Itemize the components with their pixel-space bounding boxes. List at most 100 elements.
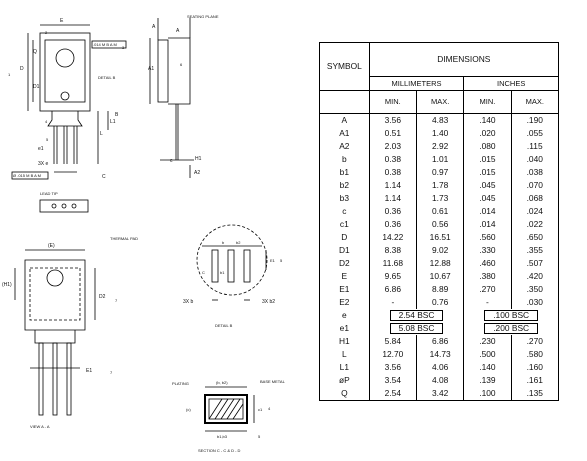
in-max-cell: .161: [510, 374, 560, 387]
section-flag-5: 5: [258, 434, 261, 439]
detail-b-lead-2: [227, 249, 235, 283]
in-min-cell: .560: [463, 231, 512, 244]
in-max-cell: .038: [510, 166, 560, 179]
symbol-cell: D1: [319, 244, 370, 257]
in-min-cell: .230: [463, 335, 512, 348]
symbol-cell: c: [319, 205, 370, 218]
in-min-cell: .140: [463, 361, 512, 374]
seating-plane-label: SEATING PLANE: [187, 14, 219, 19]
view-a-d2-label: D2: [99, 294, 106, 300]
in-min-cell: .015: [463, 166, 512, 179]
package-body-outline: [39, 32, 91, 112]
in-max-header: MAX.: [510, 90, 560, 114]
in-min-cell: -: [463, 296, 512, 309]
symbol-cell: L: [319, 348, 370, 361]
view-a-h1-label: (H1): [2, 282, 12, 288]
symbol-cell: e: [319, 309, 370, 322]
label-d1: D1: [33, 84, 40, 90]
mm-min-cell: 12.70: [368, 348, 418, 361]
section-c1-label: c1: [258, 407, 263, 412]
table-row: E2-0.76-.030: [319, 296, 560, 309]
in-bsc-cell: .100 BSC: [463, 309, 559, 322]
detail-b-flag-5: 5: [280, 258, 283, 263]
in-max-cell: .420: [510, 270, 560, 283]
section-plating: [204, 394, 248, 424]
tol-box-1: [11, 171, 49, 180]
in-min-cell: .015: [463, 153, 512, 166]
symbol-header: SYMBOL: [319, 42, 370, 91]
flag-1: 1: [8, 72, 11, 77]
symbol-cell: E1: [319, 283, 370, 296]
mm-max-cell: 8.89: [415, 283, 465, 296]
symbol-subheader-blank: [319, 90, 370, 114]
in-max-cell: .024: [510, 205, 560, 218]
detail-b-lead-3: [243, 249, 251, 283]
lead-tip-body: [39, 199, 89, 213]
mm-min-cell: -: [368, 296, 418, 309]
label-h1: H1: [195, 156, 202, 162]
dimensions-table: SYMBOL DIMENSIONS MILLIMETERS INCHES MIN…: [319, 42, 560, 401]
in-min-cell: .014: [463, 205, 512, 218]
tol-box-2: [91, 40, 127, 49]
mm-min-cell: 1.14: [368, 192, 418, 205]
mm-min-cell: 9.65: [368, 270, 418, 283]
mm-min-header: MIN.: [368, 90, 418, 114]
flag-7: 7: [115, 298, 118, 303]
in-max-cell: .022: [510, 218, 560, 231]
thermal-pad-label: THERMAL PAD: [110, 236, 138, 241]
datum-b-label: B: [115, 112, 119, 118]
section-b-b2-label: (b, b2): [216, 380, 228, 385]
section-b1-b3-label: b1,b3: [217, 434, 228, 439]
package-tab-outline: [44, 39, 86, 103]
mm-min-cell: 3.56: [368, 113, 418, 127]
mm-max-cell: 9.02: [415, 244, 465, 257]
label-l: L: [100, 131, 103, 137]
mm-max-cell: 14.73: [415, 348, 465, 361]
symbol-cell: E2: [319, 296, 370, 309]
symbol-cell: A1: [319, 127, 370, 140]
detail-b-caption: DETAIL B: [215, 323, 233, 328]
mm-max-cell: 6.86: [415, 335, 465, 348]
view-a-lead-2: [52, 342, 58, 416]
symbol-cell: A: [319, 113, 370, 127]
symbol-cell: D2: [319, 257, 370, 270]
symbol-cell: H1: [319, 335, 370, 348]
view-a-e1-label: E1: [86, 368, 92, 374]
mm-min-cell: 0.51: [368, 127, 418, 140]
view-a-a: [14, 249, 96, 416]
mm-max-cell: 0.56: [415, 218, 465, 231]
side-tab: [157, 39, 169, 103]
in-bsc-value: .200 BSC: [484, 323, 539, 334]
detail-b-b1-label: b1: [220, 270, 225, 275]
in-min-cell: .014: [463, 218, 512, 231]
in-max-cell: .115: [510, 140, 560, 153]
label-3xe: 3X e: [38, 161, 49, 167]
base-metal-label: BASE METAL: [260, 379, 286, 384]
in-min-cell: .020: [463, 127, 512, 140]
mm-max-cell: 1.73: [415, 192, 465, 205]
label-a: A: [152, 24, 156, 30]
symbol-cell: b2: [319, 179, 370, 192]
view-a-lead-1: [38, 342, 44, 416]
section-flag-4: 4: [268, 406, 271, 411]
view-a-flag-7: 7: [110, 370, 113, 375]
mm-min-cell: 5.84: [368, 335, 418, 348]
tol-2-text: .014 M B A M: [93, 42, 117, 47]
mm-min-cell: 14.22: [368, 231, 418, 244]
package-neck: [47, 111, 83, 127]
in-min-cell: .500: [463, 348, 512, 361]
detail-b-3xb2-label: 3X b2: [262, 299, 275, 305]
detail-b-lead-1: [211, 249, 219, 283]
view-a-caption: VIEW A - A: [30, 424, 50, 429]
in-min-cell: .270: [463, 283, 512, 296]
section-c-label: (c): [186, 407, 191, 412]
mm-max-cell: 1.78: [415, 179, 465, 192]
mm-max-cell: 12.88: [415, 257, 465, 270]
